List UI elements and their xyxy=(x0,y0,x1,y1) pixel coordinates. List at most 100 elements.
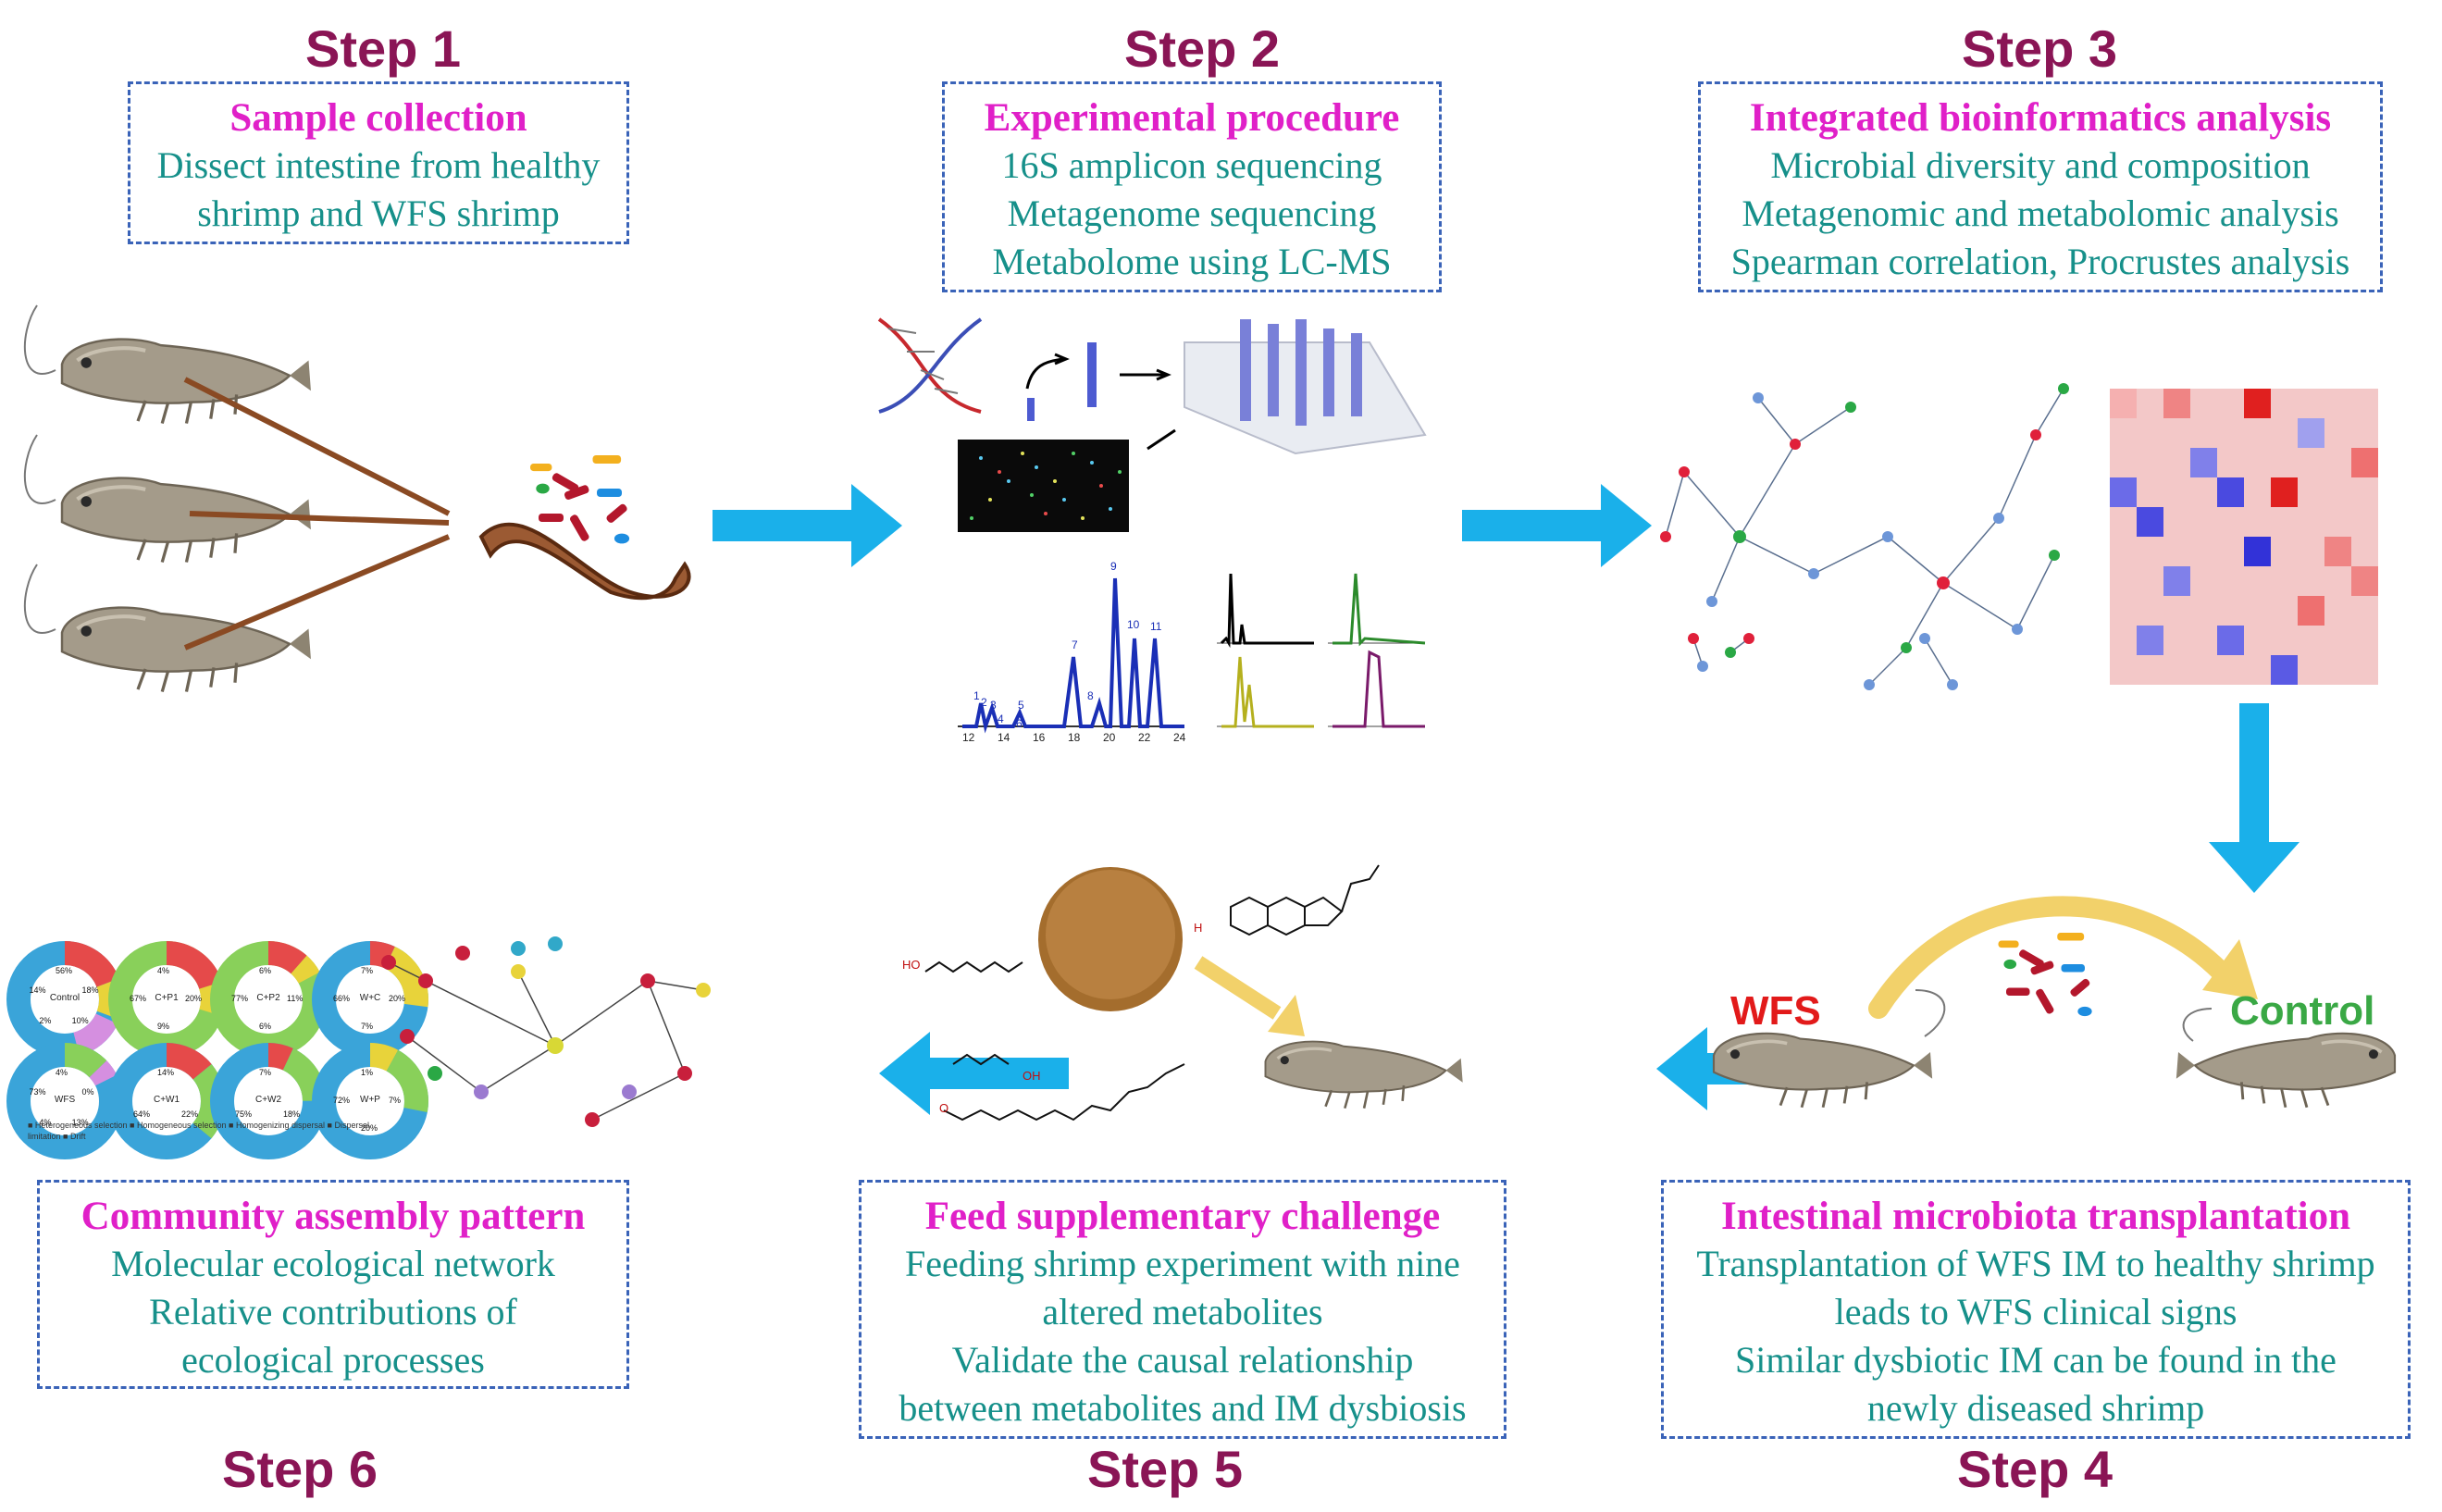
peak-label: 7 xyxy=(1072,638,1078,651)
control-label: Control xyxy=(2230,988,2375,1034)
donut-name: C+W1 xyxy=(153,1095,180,1105)
step-1-line-2: shrimp and WFS shrimp xyxy=(197,192,560,234)
step-6-title: Community assembly pattern xyxy=(81,1195,586,1238)
chromatogram-tick: 18 xyxy=(1068,731,1081,744)
heatmap-icon xyxy=(2110,389,2378,685)
donut-percent: 75% xyxy=(235,1109,253,1119)
arrow-right-icon xyxy=(713,484,902,567)
bacteria-icon xyxy=(1998,933,2092,1017)
chromatogram-tick: 24 xyxy=(1173,731,1186,744)
legend-entry: ■ Homogenizing dispersal xyxy=(229,1121,328,1130)
step-2-line-1: 16S amplicon sequencing xyxy=(1001,144,1382,186)
donut-percent: 64% xyxy=(133,1109,151,1119)
donut-percent: 9% xyxy=(157,1022,170,1031)
donut-name: C+P1 xyxy=(155,993,179,1003)
transplant-arc-icon xyxy=(1868,896,2231,1019)
step-6-line-2: Relative contributions of xyxy=(149,1291,517,1332)
mini-chromatograms xyxy=(1217,573,1426,728)
step-3-title: Integrated bioinformatics analysis xyxy=(1749,96,2332,140)
step-3-box: Integrated bioinformatics analysis Micro… xyxy=(1698,81,2383,292)
chem-atom-label: OH xyxy=(1023,1069,1041,1083)
step-6-line-1: Molecular ecological network xyxy=(111,1243,555,1284)
step-1-line-1: Dissect intestine from healthy xyxy=(156,144,601,186)
network-icon xyxy=(1665,388,2064,686)
legend-entry: ■ Dispersal limitation xyxy=(28,1121,369,1141)
chromatogram-tick: 14 xyxy=(998,731,1010,744)
chromatogram-tick: 20 xyxy=(1103,731,1116,744)
peak-label: 5 xyxy=(1018,699,1024,712)
peak-label: 11 xyxy=(1150,620,1162,633)
step-2-title: Experimental procedure xyxy=(984,96,1400,140)
chromatogram-tick: 12 xyxy=(962,731,975,744)
donut-percent: 14% xyxy=(157,1068,175,1077)
step-4-line-4: newly diseased shrimp xyxy=(1866,1387,2205,1429)
donut-percent: 7% xyxy=(389,1096,402,1105)
step-5-line-2: altered metabolites xyxy=(1042,1291,1323,1332)
chem-atom-label: HO xyxy=(902,958,921,972)
step-4-title: Intestinal microbiota transplantation xyxy=(1720,1195,2351,1238)
legend-entry: ■ Drift xyxy=(63,1132,86,1141)
intestine-icon xyxy=(478,522,691,601)
step-5-title: Feed supplementary challenge xyxy=(924,1195,1441,1238)
step-4-line-1: Transplantation of WFS IM to healthy shr… xyxy=(1696,1243,2375,1284)
donut-percent: 7% xyxy=(361,966,374,975)
chromatogram-chart xyxy=(958,577,1184,734)
donut-name: C+W2 xyxy=(254,1095,282,1105)
donut-percent: 1% xyxy=(361,1068,374,1077)
donut-percent: 6% xyxy=(259,1022,272,1031)
donut-legend: ■ Heterogeneous selection ■ Homogeneous … xyxy=(28,1120,379,1142)
donut-percent: 0% xyxy=(81,1086,94,1097)
donut-percent: 10% xyxy=(71,1016,89,1026)
donut-name: W+P xyxy=(360,1095,380,1105)
donut-name: WFS xyxy=(54,1095,76,1105)
step-6-line-3: ecological processes xyxy=(181,1339,485,1381)
donut-percent: 18% xyxy=(81,985,99,995)
step-5-box: Feed supplementary challenge Feeding shr… xyxy=(859,1180,1506,1439)
step-6-label: Step 6 xyxy=(222,1440,378,1498)
chromatogram-tick: 16 xyxy=(1033,731,1046,744)
dna-helix-icon xyxy=(877,317,983,414)
sequencer-icon xyxy=(1184,319,1427,455)
step-5-line-4: between metabolites and IM dysbiosis xyxy=(899,1387,1467,1429)
step-3-label: Step 3 xyxy=(1962,19,2118,78)
chem-atom-label: H xyxy=(1194,921,1203,935)
peak-label: 4 xyxy=(998,713,1004,725)
step-5-label: Step 5 xyxy=(1087,1440,1244,1498)
step-3-line-2: Metagenomic and metabolomic analysis xyxy=(1742,192,2339,234)
peak-label: 8 xyxy=(1087,689,1094,702)
step-2-box: Experimental procedure 16S amplicon sequ… xyxy=(942,81,1442,292)
peak-label: 1 xyxy=(973,689,980,702)
donut-percent: 56% xyxy=(56,966,73,975)
donut-percent: 4% xyxy=(56,1068,68,1077)
flowcell-image xyxy=(958,440,1129,532)
arrow-down-icon xyxy=(2209,703,2299,893)
peak-label: 3 xyxy=(990,699,997,712)
step-2-line-2: Metagenome sequencing xyxy=(1007,192,1377,234)
flow-arrows-icon xyxy=(1025,353,1176,451)
peak-label: 6 xyxy=(1016,717,1023,730)
donut-percent: 7% xyxy=(361,1022,374,1031)
step-4-line-3: Similar dysbiotic IM can be found in the xyxy=(1735,1339,2337,1381)
chem-atom-label: O xyxy=(939,1101,949,1115)
molecule-icon xyxy=(924,864,1380,1122)
arrow-right-icon xyxy=(1462,484,1652,567)
donut-name: W+C xyxy=(359,993,381,1003)
step-6-box: Community assembly pattern Molecular eco… xyxy=(37,1180,629,1389)
donut-percent: 67% xyxy=(130,994,147,1003)
peak-label: 2 xyxy=(981,696,987,709)
donut-percent: 2% xyxy=(39,1016,52,1026)
donut-percent: 13% xyxy=(71,1118,89,1128)
donut-name: C+P2 xyxy=(256,993,280,1003)
step-4-box: Intestinal microbiota transplantation Tr… xyxy=(1661,1180,2411,1439)
donut-percent: 11% xyxy=(287,994,304,1003)
donut-percent: 20% xyxy=(389,994,406,1003)
donut-percent: 6% xyxy=(259,966,272,975)
donut-percent: 4% xyxy=(39,1118,52,1128)
step-1-title: Sample collection xyxy=(229,96,527,140)
feed-arrow-icon xyxy=(1268,995,1305,1036)
step-1-box: Sample collection Dissect intestine from… xyxy=(128,81,629,244)
tweezers-icon xyxy=(183,377,451,651)
donut-percent: 20% xyxy=(361,1123,378,1133)
donut-percent: 4% xyxy=(157,966,170,975)
